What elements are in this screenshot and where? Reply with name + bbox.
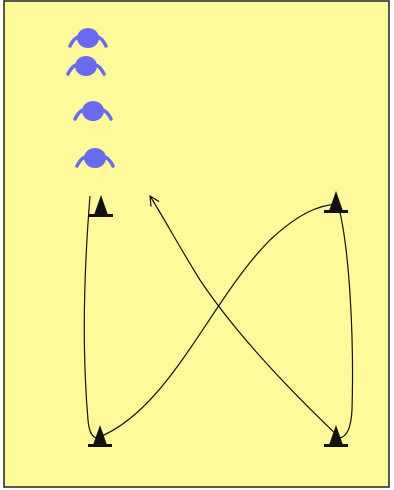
player-icon [68, 28, 108, 48]
cone-icon [89, 195, 113, 217]
path-segment-right [337, 203, 354, 439]
cones-group [88, 191, 348, 447]
field-area [3, 0, 390, 488]
player-icon [75, 148, 115, 168]
player-icon [66, 56, 106, 76]
cone-icon [88, 425, 112, 447]
cone-icon [324, 191, 348, 213]
cone-icon [324, 425, 348, 447]
players-group [66, 28, 115, 168]
path-segment-diagonal-up [96, 203, 339, 439]
path-segment-left [83, 195, 98, 439]
player-icon [73, 101, 113, 121]
path-segment-diagonal-finish [150, 196, 341, 439]
movement-path [83, 195, 354, 439]
